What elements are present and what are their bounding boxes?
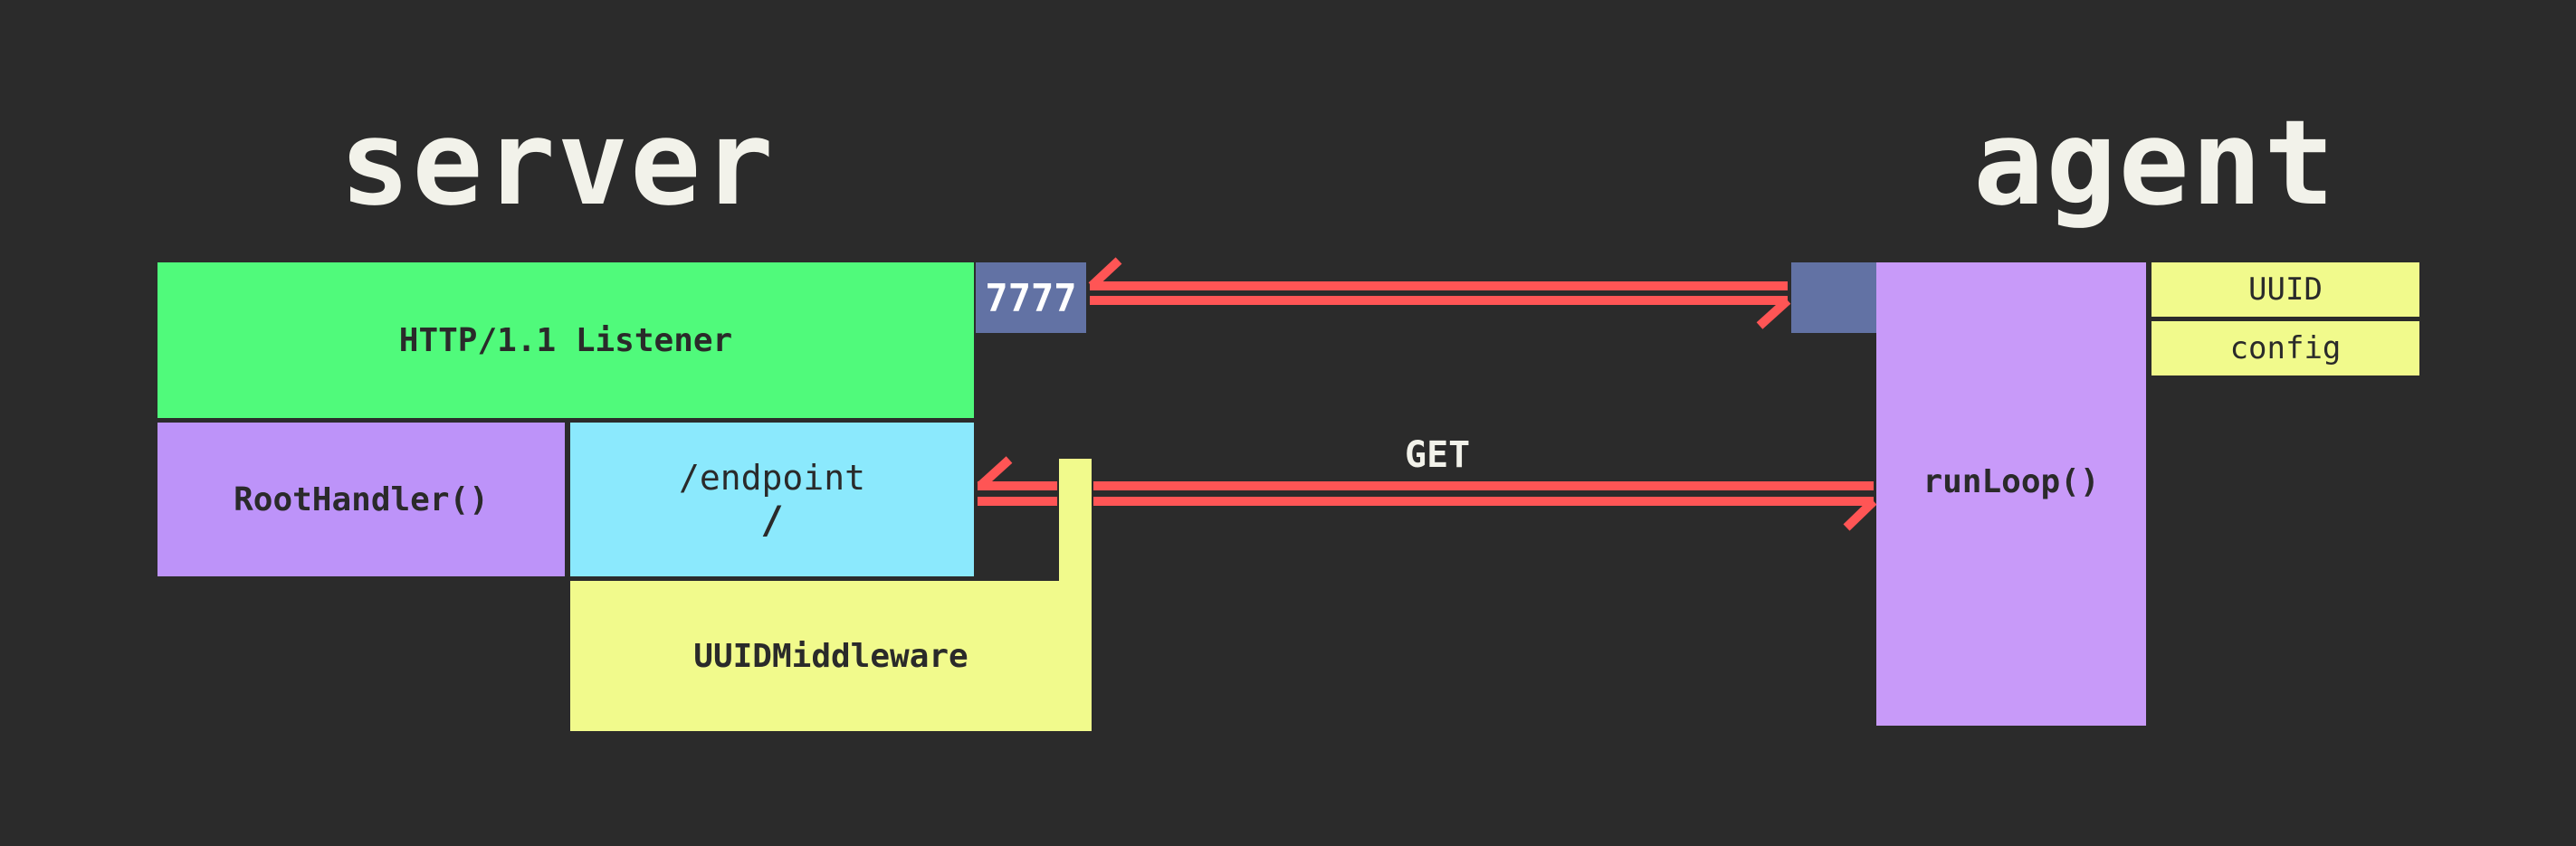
agent-title: agent: [1973, 94, 2337, 232]
runloop-label: runLoop(): [1922, 463, 2100, 500]
endpoint-box: /endpoint /: [570, 423, 974, 576]
get-arrowhead-left: [977, 456, 1013, 490]
http-listener-box: HTTP/1.1 Listener: [157, 262, 974, 418]
root-handler-box: RootHandler(): [157, 423, 565, 576]
root-handler-label: RootHandler(): [234, 480, 489, 518]
http-listener-label: HTTP/1.1 Listener: [398, 321, 733, 359]
runloop-box: runLoop(): [1876, 262, 2146, 726]
agent-port-box: [1791, 262, 1876, 333]
config-box: config: [2151, 321, 2419, 375]
get-arrowhead-right: [1843, 498, 1877, 531]
port-box: 7777: [976, 262, 1086, 333]
port-label: 7777: [985, 275, 1077, 320]
config-label: config: [2229, 330, 2342, 366]
port-arrowhead-left: [1088, 257, 1122, 290]
uuid-box: UUID: [2151, 262, 2419, 317]
middleware-label: UUIDMiddleware: [693, 637, 968, 675]
uuid-label: UUID: [2248, 271, 2323, 308]
endpoint-path-label: /endpoint: [679, 457, 865, 498]
server-title: server: [339, 94, 776, 232]
endpoint-root-label: /: [760, 497, 784, 542]
port-arrowhead-right: [1756, 297, 1791, 329]
middleware-box: UUIDMiddleware: [570, 581, 1092, 731]
get-label: GET: [1405, 434, 1471, 476]
middleware-tab: [1059, 459, 1092, 581]
